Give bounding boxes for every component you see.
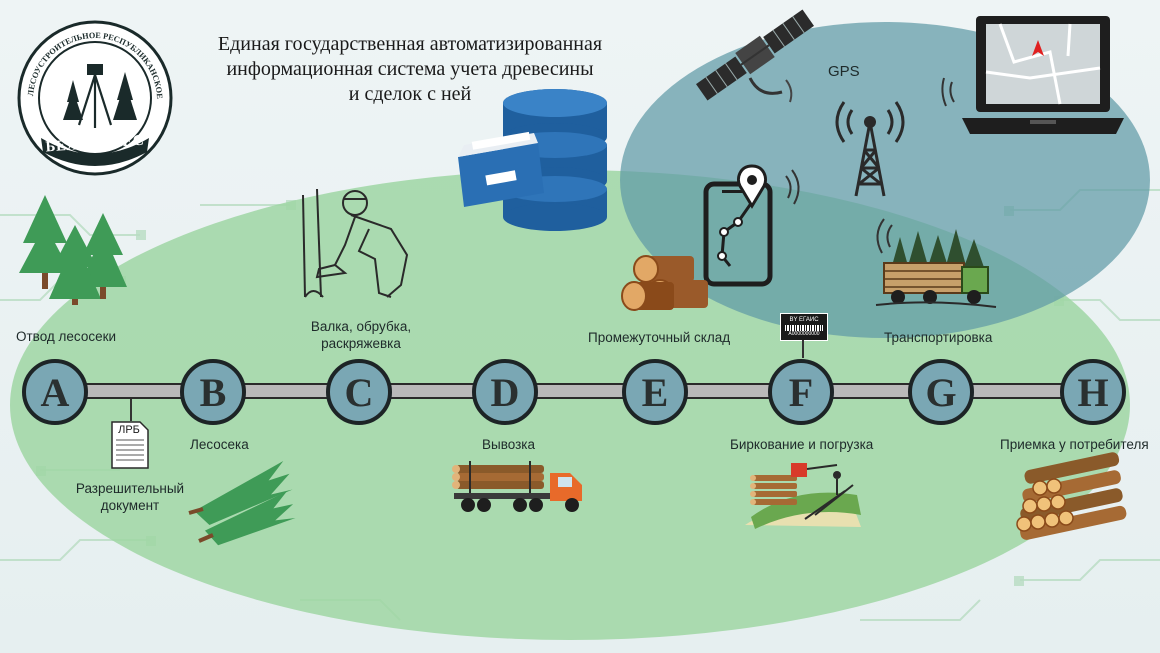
- radio-tower-icon: [835, 101, 905, 197]
- log-pile-icon: [621, 255, 708, 311]
- timeline-bar: [55, 383, 1100, 399]
- stage-label-h: Приемка у потребителя: [1000, 437, 1149, 452]
- gps-label: GPS: [828, 63, 860, 80]
- stage-node-g: G: [908, 359, 974, 425]
- stage-label-e: Промежуточный склад: [588, 330, 731, 345]
- stage-label-g: Транспортировка: [884, 330, 993, 345]
- stage-node-d: D: [472, 359, 538, 425]
- database-icon: [458, 89, 607, 231]
- satellite-icon: [696, 9, 814, 103]
- felled-trees-icon: [188, 461, 296, 546]
- smartphone-map-icon: [703, 164, 800, 287]
- title-line-1: Единая государственная автоматизированна…: [217, 33, 603, 55]
- stage-node-f: F: [768, 359, 834, 425]
- barcode-number: A0000000000: [788, 331, 820, 337]
- title-line-3: и сделок с ней: [348, 83, 472, 105]
- stage-node-c: C: [326, 359, 392, 425]
- logging-truck-icon: [452, 461, 582, 512]
- belgosles-logo: ЛЕСОУСТРОИТЕЛЬНОЕ РЕСПУБЛИКАНСКОЕ УНИТАР…: [12, 13, 175, 176]
- stage-label-f: Биркование и погрузка: [730, 437, 874, 452]
- title-line-2: информационная система учета древесины: [226, 58, 594, 80]
- fir-trees-icon: [19, 195, 127, 305]
- laptop-icon: [941, 16, 1124, 134]
- barcode-text: BY ЕГАИС: [789, 317, 819, 323]
- permit-connector: [130, 399, 132, 421]
- stage-node-a: A: [22, 359, 88, 425]
- stage-label-c: Валка, обрубка, раскряжевка: [310, 319, 412, 351]
- stage-label-b: Лесосека: [190, 437, 249, 452]
- stage-node-e: E: [622, 359, 688, 425]
- permit-document-icon: [111, 421, 149, 469]
- barcode-tag: BY ЕГАИС A0000000000: [780, 313, 828, 341]
- permit-document-code: ЛРБ: [118, 424, 140, 436]
- barcode-connector: [802, 340, 804, 358]
- stacked-logs-icon: [1016, 452, 1127, 540]
- stage-node-b: B: [180, 359, 246, 425]
- stage-node-h: H: [1060, 359, 1126, 425]
- loading-scene-icon: [745, 463, 861, 529]
- page-title: Единая государственная автоматизированна…: [150, 32, 670, 107]
- timber-truck-forest-icon: [875, 218, 997, 308]
- stage-label-d: Вывозка: [482, 437, 535, 452]
- permit-label: Разрешительный документ: [75, 481, 185, 513]
- stage-label-a: Отвод лесосеки: [16, 329, 117, 344]
- lumberjack-icon: [302, 188, 409, 298]
- barcode-bars: [785, 325, 823, 331]
